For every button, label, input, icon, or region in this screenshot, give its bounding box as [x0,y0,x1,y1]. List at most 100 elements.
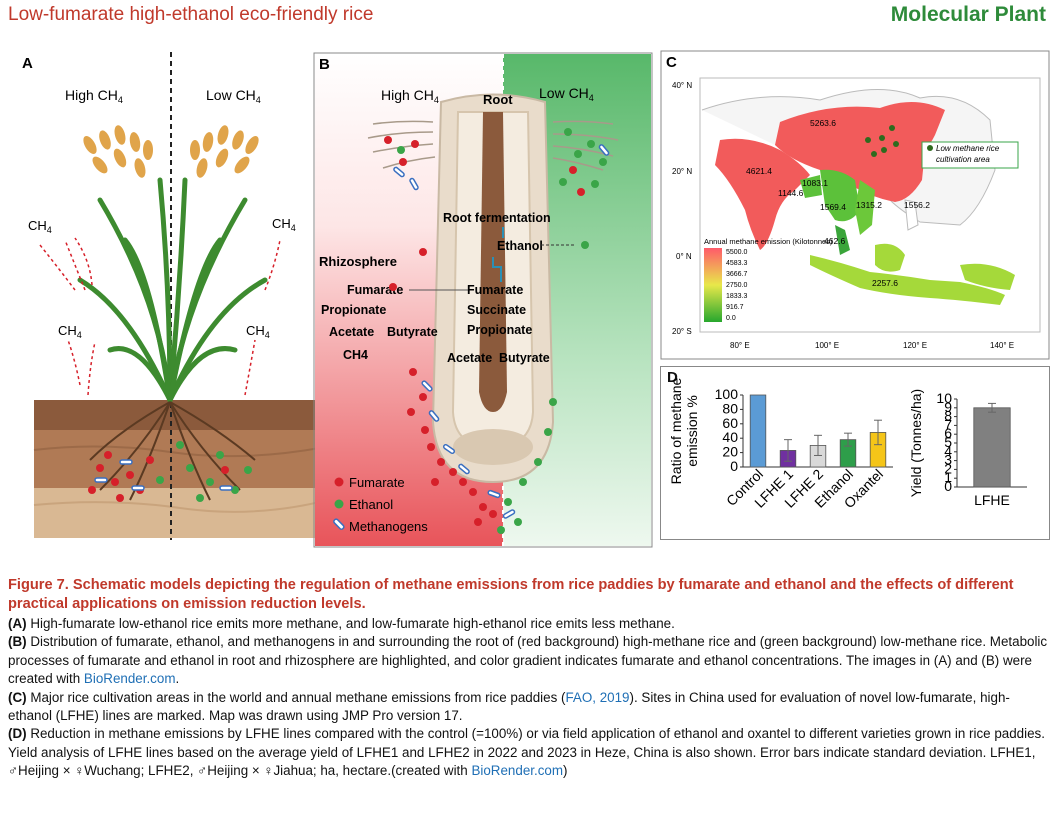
scale-1: 4583.3 [726,260,748,267]
ethanol-label: Ethanol [497,239,543,253]
china-site-markers [865,125,899,157]
rhizosphere-label: Rhizosphere [319,254,397,269]
legend-ethanol-swatch [334,499,344,509]
panel-a-letter: A [22,55,33,72]
biorender-link-2[interactable]: BioRender.com [471,763,564,779]
value-philippines: 1556.2 [904,200,930,210]
lat-20s: 20° S [672,327,692,336]
ch4-label-1: CH4 [28,218,52,235]
y-tick-label: 1 [944,469,952,485]
y-tick-label: 0 [730,458,738,474]
scale-6: 0.0 [726,315,736,322]
map-china [775,101,945,202]
y-tick-label: 3 [944,452,952,468]
fao-link[interactable]: FAO, 2019 [565,689,630,705]
map-india [715,138,810,250]
root-label: Root [483,92,513,107]
y-tick-label: 8 [944,408,952,424]
lon-120e: 120° E [903,341,927,350]
b-high-ch4: High CH4 [381,87,439,105]
y-tick-label: 6 [944,425,952,441]
y-tick-label: 0 [944,478,952,494]
value-china: 5263.6 [810,118,836,128]
rice-leaves [77,177,268,403]
fumarate-dots-b [384,136,585,526]
lat-40n: 40° N [672,81,692,90]
legend-ethanol: Ethanol [349,497,393,512]
caption-b: (B) Distribution of fumarate, ethanol, a… [8,634,1048,687]
y-tick-label: 7 [944,416,952,432]
scale-2: 3666.7 [726,271,748,278]
scale-bar [704,248,722,322]
methanogen-rods-a [94,459,233,491]
ch4-arrows [39,237,281,396]
value-myanmar: 1569.4 [820,202,846,212]
caption-title: Figure 7. Schematic models depicting the… [8,577,1014,612]
map-malay [835,225,850,255]
ethanol-dots-b [397,128,607,534]
panel-c-letter: C [666,54,677,71]
figure-caption: Figure 7. Schematic models depicting the… [8,576,1050,781]
low-methane-callout [921,141,1019,169]
biorender-link[interactable]: BioRender.com [83,671,176,687]
map-bangladesh [800,175,822,198]
y-tick-label: 80 [722,400,738,416]
ethanol-path-arrow [492,227,504,282]
y-tick-label: 100 [715,386,739,402]
scale-0: 5500.0 [726,249,748,256]
y-tick-label: 4 [944,443,952,459]
root-fermentation-label: Root fermentation [443,211,551,225]
map-indonesia [810,255,1005,305]
value-vietnam: 1315.2 [856,200,882,210]
root-cap [453,429,533,465]
y-tick-label: 9 [944,399,952,415]
lat-0n: 0° N [676,252,692,261]
y-tick-label: 2 [944,460,952,476]
legend-methanogen-swatch [333,518,345,530]
panel-b-letter: B [319,56,330,73]
value-nepal: 1144.6 [778,188,804,198]
panel-d-letter: D [667,369,678,386]
scale-5: 916.7 [726,304,744,311]
caption-c: (C) Major rice cultivation areas in the … [8,689,1010,724]
left-propionate: Propionate [321,303,386,317]
low-ch4-label: Low CH4 [206,87,261,105]
callout-line-1: Low methane rice [936,144,1000,153]
panel-c: C 40° N 20° N 0° N 20° S 80° E 100° E 12… [660,50,1050,360]
lat-20n: 20° N [672,167,692,176]
roots [89,401,256,501]
panel-a: A High CH4 Low CH4 [22,52,320,540]
high-ch4-label: High CH4 [65,87,123,105]
scale-4: 1833.3 [726,293,748,300]
ch4-label-2: CH4 [272,216,296,233]
legend-fumarate-swatch [334,477,344,487]
left-ch4: CH4 [343,348,368,362]
y-tick-label: 10 [936,390,952,406]
lon-140e: 140° E [990,341,1014,350]
b-low-ch4: Low CH4 [539,85,594,103]
y-axis-label: Yield (Tonnes/ha) [908,389,924,497]
right-acetate: Acetate [447,351,492,365]
ch4-label-3: CH4 [58,323,82,340]
left-acetate: Acetate [329,325,374,339]
scale-3: 2750.0 [726,282,748,289]
y-tick-label: 60 [722,415,738,431]
right-fumarate: Fumarate [467,283,523,297]
map-newguinea [960,263,1015,290]
ch4-label-4: CH4 [246,323,270,340]
journal-name: Molecular Plant [890,3,1046,26]
bar [973,407,1011,488]
fumarate-dots-a [88,451,229,502]
right-butyrate: Butyrate [499,351,550,365]
x-tick-label: LFHE [974,492,1010,508]
value-bangladesh: 1083.1 [802,178,828,188]
legend-methanogens: Methanogens [349,519,428,534]
value-malaysia: 462.6 [824,236,846,246]
caption-a: (A) High-fumarate low-ethanol rice emits… [8,616,675,631]
right-succinate: Succinate [467,303,526,317]
lon-100e: 100° E [815,341,839,350]
soil-mid [34,430,320,488]
